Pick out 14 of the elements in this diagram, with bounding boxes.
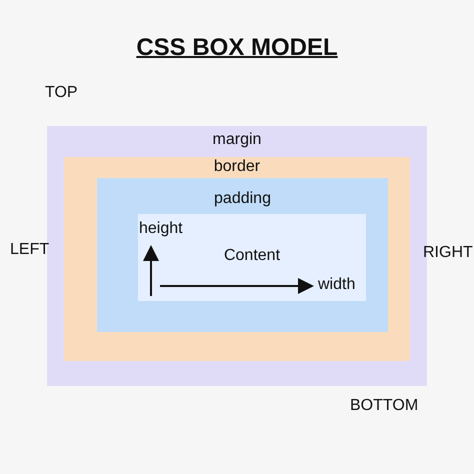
box-label: width [318,276,356,293]
padding-area [97,178,388,332]
content-area [138,214,366,301]
box-label: margin [212,131,262,148]
box-label: Content [224,247,280,264]
side-label: TOP [45,84,78,102]
box-label: height [139,220,183,237]
side-label: RIGHT [423,244,473,262]
side-label: LEFT [10,241,50,259]
border-area [64,157,410,361]
side-label: BOTTOM [350,397,418,415]
title: CSS BOX MODEL [136,34,338,61]
box-label: border [214,158,260,175]
box-label: padding [214,190,271,207]
